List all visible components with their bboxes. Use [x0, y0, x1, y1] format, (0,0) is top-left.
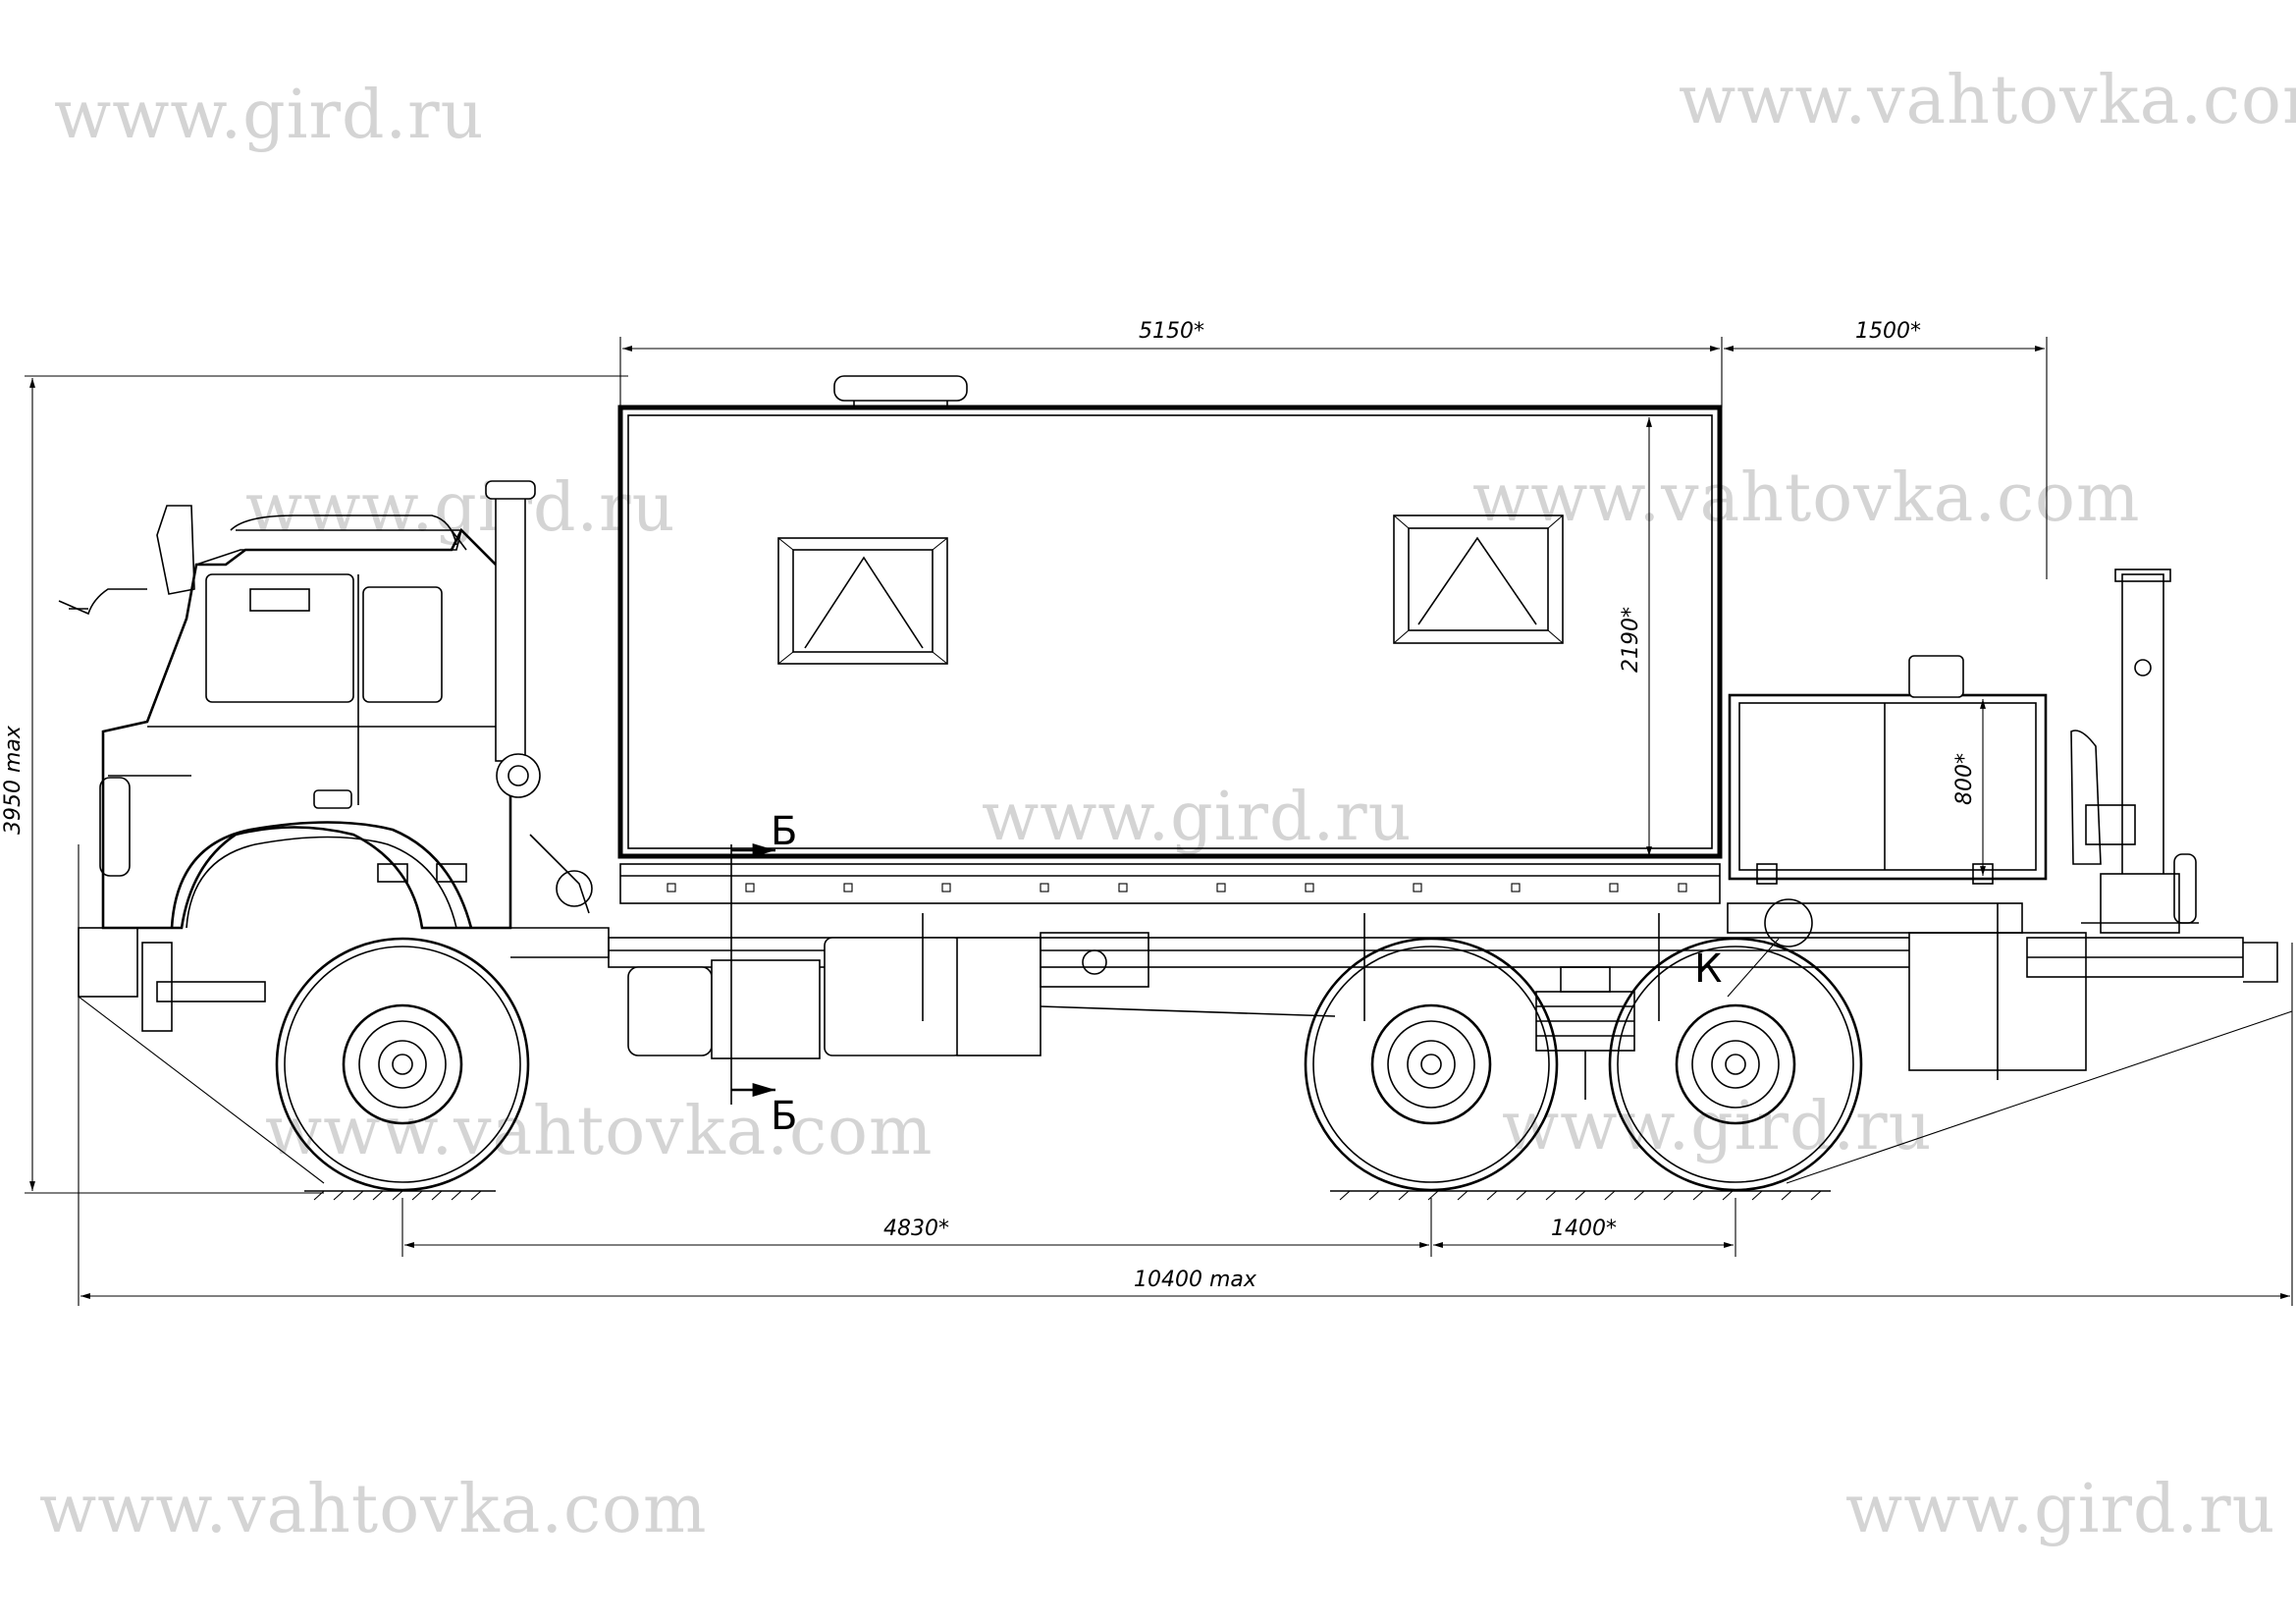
watermark-bottom-left: www.vahtovka.com	[39, 1471, 707, 1548]
dim-wheelbase-rear: 1400*	[1551, 1217, 1617, 1241]
wheel-rear-2	[1608, 937, 1863, 1192]
section-marks: Б Б К	[771, 809, 1813, 1139]
dim-overall-length: 10400 max	[1134, 1268, 1257, 1292]
watermark-top-left: www.gird.ru	[54, 77, 484, 154]
ground-hatching	[304, 1190, 1831, 1201]
equipment-box	[1728, 655, 2048, 885]
watermark-top-right: www.vahtovka.com	[1679, 62, 2296, 139]
loader-crane	[2070, 568, 2199, 934]
dim-wheelbase-front: 4830*	[883, 1217, 949, 1241]
dim-body-length: 5150*	[1139, 319, 1204, 344]
dim-rear-overhang: 1500*	[1855, 319, 1921, 344]
dim-overall-height: 3950 max	[1, 725, 26, 835]
wheel-front	[275, 937, 530, 1192]
dim-body-height: 2190*	[1619, 607, 1643, 673]
watermarks: www.gird.ru www.vahtovka.com www.vahtovk…	[39, 62, 2296, 1548]
rear-suspension	[1535, 966, 1635, 1100]
section-mark-b-bottom: Б	[771, 1094, 797, 1139]
van-window-left	[777, 537, 948, 665]
watermark-front-wheel: www.vahtovka.com	[265, 1093, 933, 1170]
wheel-rear-1	[1304, 937, 1559, 1192]
watermark-center: www.gird.ru	[982, 779, 1412, 856]
section-mark-b-top: Б	[771, 809, 797, 854]
dim-box-height: 800*	[1952, 753, 1977, 805]
section-mark-k: К	[1694, 947, 1722, 992]
truck-cab	[58, 480, 610, 1032]
watermark-body-right: www.vahtovka.com	[1472, 460, 2140, 537]
dimension-lines	[25, 337, 2293, 1306]
van-body	[617, 375, 1723, 904]
van-window-right	[1393, 514, 1564, 644]
watermark-bottom-right: www.gird.ru	[1845, 1471, 2275, 1548]
dimension-texts: 3950 max 5150* 1500* 2190* 800* 4830* 14…	[1, 319, 1977, 1292]
chassis	[608, 842, 2278, 1105]
watermark-rear-wheels: www.gird.ru	[1502, 1088, 1932, 1165]
